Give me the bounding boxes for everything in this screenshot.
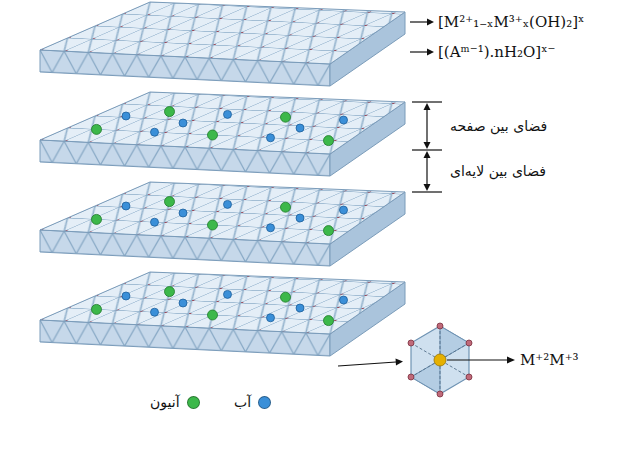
legend-text: آب: [234, 394, 251, 411]
cation-label: M⁺²M⁺³: [520, 351, 579, 369]
legend-swatch: [187, 396, 200, 409]
legend-swatch: [258, 396, 271, 409]
spacing-label: فضای بین صفحه: [450, 118, 547, 135]
spacing-label: فضای بین لایه‌ای: [450, 163, 546, 180]
layer-formula: [M²⁺₁₋ₓM³⁺ₓ(OH)₂]ˣ: [438, 13, 584, 31]
leader-lines: [338, 19, 442, 367]
octahedron-inset: [408, 323, 515, 397]
interlayer-formula: [(Aᵐ⁻¹).nH₂O]ˣ⁻: [438, 43, 555, 61]
legend-text: آنیون: [150, 394, 180, 411]
